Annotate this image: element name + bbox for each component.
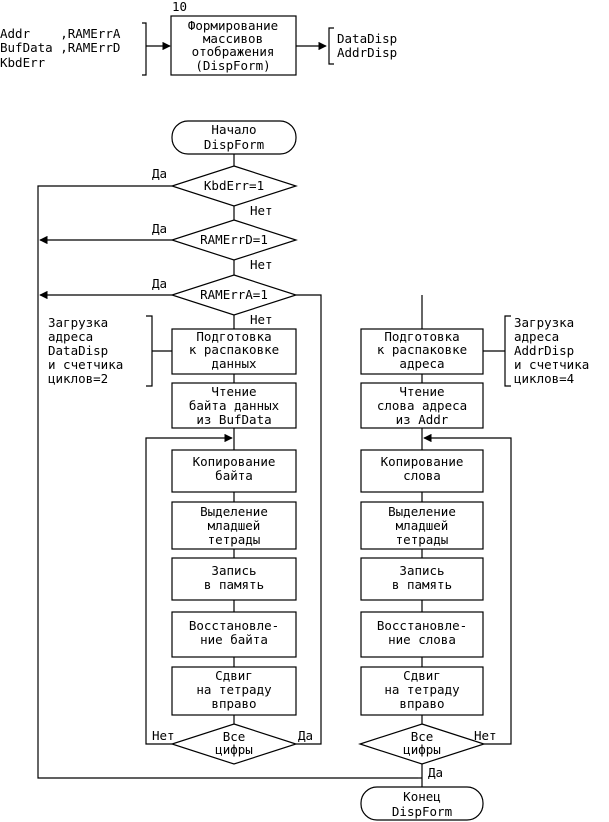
right-extract-line-1: Выделение	[388, 504, 456, 519]
ramerrd-no-label: Нет	[250, 257, 273, 272]
left-comment-5: циклов=2	[48, 371, 108, 386]
left-comment-3: DataDisp	[48, 343, 108, 358]
process-line-2: массивов	[203, 31, 263, 46]
left-digits-line-2: цифры	[215, 742, 253, 757]
right-read-line-3: из Addr	[396, 412, 449, 427]
left-extract-line-1: Выделение	[200, 504, 268, 519]
right-extract-box	[360, 501, 484, 550]
right-write-line-2: в память	[392, 577, 452, 592]
right-digits-line-1: Все	[411, 729, 434, 744]
decision-ramerrd-label: RAMErrD=1	[200, 232, 268, 247]
end-line-2: DispForm	[392, 804, 452, 819]
output-line-2: AddrDisp	[337, 45, 397, 60]
right-shift-line-2: на тетраду	[384, 682, 460, 697]
right-restore-line-2: ние слова	[388, 632, 456, 647]
right-prep-line-1: Подготовка	[384, 329, 459, 344]
right-copy-line-2: слова	[403, 468, 441, 483]
decision-left-all-digits	[170, 723, 298, 765]
output-line-1: DataDisp	[337, 31, 397, 46]
right-comment-1: Загрузка	[514, 315, 574, 330]
left-restore-line-1: Восстановле-	[189, 618, 279, 633]
right-digits-yes-label: Да	[428, 765, 443, 780]
left-prep-line-2: к распаковке	[189, 342, 279, 357]
input-line-2: BufData ,RAMErrD	[0, 40, 120, 55]
right-read-line-2: слова адреса	[377, 398, 467, 413]
left-read-line-3: из BufData	[196, 412, 271, 427]
left-shift-line-3: вправо	[211, 696, 256, 711]
process-line-1: Формирование	[188, 18, 278, 33]
ramerra-yes-label: Да	[152, 276, 167, 291]
left-digits-yes-label: Да	[298, 728, 313, 743]
left-write-line-2: в память	[204, 577, 264, 592]
process-line-3: отображения	[192, 44, 275, 59]
end-line-1: Конец	[403, 789, 441, 804]
right-write-line-1: Запись	[399, 563, 444, 578]
right-digits-line-2: цифры	[403, 742, 441, 757]
process-line-4: (DispForm)	[195, 58, 270, 73]
ramerrd-yes-label: Да	[152, 221, 167, 236]
decision-ramerra-label: RAMErrA=1	[200, 287, 268, 302]
start-line-2: DispForm	[204, 137, 264, 152]
left-read-line-1: Чтение	[211, 384, 256, 399]
right-restore-box	[360, 611, 484, 658]
left-read-box	[171, 382, 297, 429]
ramerra-no-label: Нет	[250, 312, 273, 327]
left-write-box	[171, 557, 297, 601]
kbderr-yes-label: Да	[152, 166, 167, 181]
start-line-1: Начало	[211, 122, 256, 137]
left-prep-line-3: данных	[211, 356, 257, 371]
left-read-line-2: байта данных	[189, 398, 280, 413]
right-prep-line-3: адреса	[399, 356, 444, 371]
left-restore-box	[171, 611, 297, 658]
right-comment-4: и счетчика	[514, 357, 589, 372]
left-comment-2: адреса	[48, 329, 93, 344]
right-write-box	[360, 557, 484, 601]
step-number: 10	[172, 0, 187, 14]
kbderr-no-label: Нет	[250, 203, 273, 218]
left-copy-line-1: Копирование	[193, 454, 276, 469]
ramerra-right-path	[296, 294, 322, 745]
left-restore-line-2: ние байта	[200, 632, 268, 647]
input-line-3: KbdErr	[0, 55, 46, 70]
right-read-box	[360, 382, 484, 429]
right-comment-5: циклов=4	[514, 371, 574, 386]
right-extract-line-3: тетрады	[396, 532, 449, 547]
right-restore-line-1: Восстановле-	[377, 618, 467, 633]
right-shift-line-3: вправо	[399, 696, 444, 711]
right-shift-line-1: Сдвиг	[403, 668, 441, 683]
left-copy-line-2: байта	[215, 468, 253, 483]
left-extract-line-3: тетрады	[208, 532, 261, 547]
left-shift-box	[171, 666, 297, 716]
decision-kbderr-label: KbdErr=1	[204, 178, 264, 193]
right-digits-no-label: Нет	[474, 728, 497, 743]
left-digits-line-1: Все	[223, 729, 246, 744]
right-comment-2: адреса	[514, 329, 559, 344]
end-terminator	[360, 786, 484, 821]
left-prep-box	[171, 328, 297, 375]
input-line-1: Addr ,RAMErrA	[0, 26, 121, 41]
left-comment-1: Загрузка	[48, 315, 108, 330]
header-block: 10 Addr ,RAMErrA BufData ,RAMErrD KbdErr…	[0, 0, 397, 76]
right-loop-path	[423, 433, 512, 745]
right-copy-box	[360, 449, 484, 493]
left-extract-line-2: младшей	[208, 518, 261, 533]
left-write-line-1: Запись	[211, 563, 256, 578]
right-prep-line-2: к распаковке	[377, 342, 467, 357]
right-read-line-1: Чтение	[399, 384, 444, 399]
left-loop-path	[145, 433, 233, 745]
left-digits-no-label: Нет	[152, 728, 175, 743]
right-comment-3: AddrDisp	[514, 343, 574, 358]
left-comment-4: и счетчика	[48, 357, 123, 372]
left-prep-line-1: Подготовка	[196, 329, 271, 344]
left-shift-line-1: Сдвиг	[215, 668, 253, 683]
left-shift-line-2: на тетраду	[196, 682, 272, 697]
right-copy-line-1: Копирование	[381, 454, 464, 469]
kbderr-yes-path	[37, 185, 418, 779]
right-extract-line-2: младшей	[396, 518, 449, 533]
